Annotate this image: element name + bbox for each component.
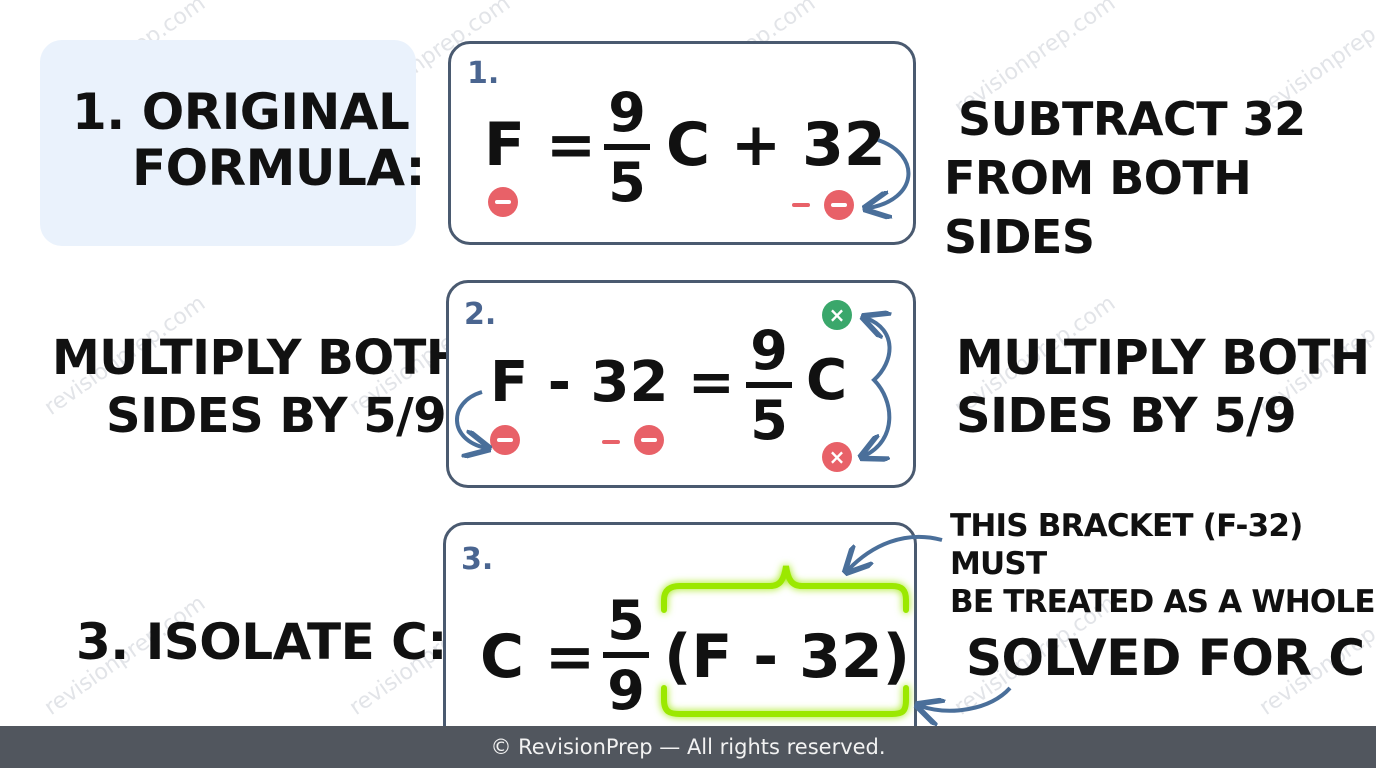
step2-fraction-denominator: 5 <box>750 389 788 452</box>
step2-right-note-line2: SIDES BY 5/9 <box>956 387 1297 444</box>
curved-arrow-icon <box>868 138 911 208</box>
minus-dash-icon <box>602 440 620 444</box>
step1-note: SUBTRACT 32 FROM BOTH SIDES <box>944 90 1376 267</box>
step1-label: 1. ORIGINAL FORMULA: <box>72 83 426 197</box>
step2-lhs: F - 32 = <box>490 350 735 415</box>
multiply-circle-icon: × <box>822 300 852 330</box>
step1-fraction-denominator: 5 <box>608 151 646 214</box>
step3-fraction: 5 9 <box>603 592 649 720</box>
minus-circle-icon <box>488 187 518 217</box>
minus-circle-icon <box>824 190 854 220</box>
step3-fraction-denominator: 9 <box>607 659 645 722</box>
step1-fraction: 9 5 <box>604 84 650 212</box>
step3-lhs: C = <box>480 622 596 692</box>
step1-label-line2: FORMULA: <box>132 139 426 197</box>
callout-arrow-icon <box>848 534 943 570</box>
curved-arrow-icon <box>455 390 486 448</box>
step2-left-note-line1: MULTIPLY BOTH <box>52 330 466 386</box>
step1-fraction-bar <box>604 144 650 150</box>
minus-dash-icon <box>792 203 810 207</box>
step2-left-note-line2: SIDES BY 5/9 <box>106 387 447 444</box>
step2-number: 2. <box>464 297 497 332</box>
step1-fraction-numerator: 9 <box>608 81 646 144</box>
multiply-circle-icon: × <box>822 442 852 472</box>
step1-note-line1: SUBTRACT 32 <box>958 92 1306 146</box>
step2-left-note: MULTIPLY BOTH SIDES BY 5/9 <box>52 330 466 445</box>
step2-rhs: C <box>806 348 848 413</box>
step3-callout-line2: BE TREATED AS A WHOLE <box>950 583 1376 620</box>
step3-rhs: (F - 32) <box>664 622 911 692</box>
step3-label: 3. ISOLATE C: <box>76 613 447 671</box>
step3-fraction-numerator: 5 <box>607 589 645 652</box>
step1-label-background <box>40 40 416 246</box>
step1-label-line1: 1. ORIGINAL <box>72 83 410 141</box>
step3-fraction-bar <box>603 652 649 658</box>
step3-callout: THIS BRACKET (F-32) MUST BE TREATED AS A… <box>950 508 1376 621</box>
callout-arrow-icon <box>920 686 1012 711</box>
brace-arrow-icon <box>864 318 890 456</box>
step2-fraction-numerator: 9 <box>750 319 788 382</box>
step2-right-note: MULTIPLY BOTH SIDES BY 5/9 <box>956 330 1370 445</box>
step1-note-line2: FROM BOTH SIDES <box>944 150 1252 264</box>
highlight-brace-icon <box>661 565 909 717</box>
step1-number: 1. <box>467 56 500 91</box>
step3-note: SOLVED FOR C <box>966 629 1365 687</box>
step3-number: 3. <box>461 542 494 577</box>
step3-callout-line1: THIS BRACKET (F-32) MUST <box>950 508 1303 582</box>
minus-circle-icon <box>490 425 520 455</box>
step2-fraction: 9 5 <box>746 322 792 450</box>
step2-fraction-bar <box>746 382 792 388</box>
step1-lhs: F = <box>484 110 597 180</box>
minus-circle-icon <box>634 425 664 455</box>
footer-copyright: © RevisionPrep — All rights reserved. <box>0 726 1376 768</box>
step2-right-note-line1: MULTIPLY BOTH <box>956 330 1370 386</box>
step1-rhs: C + 32 <box>666 110 886 180</box>
